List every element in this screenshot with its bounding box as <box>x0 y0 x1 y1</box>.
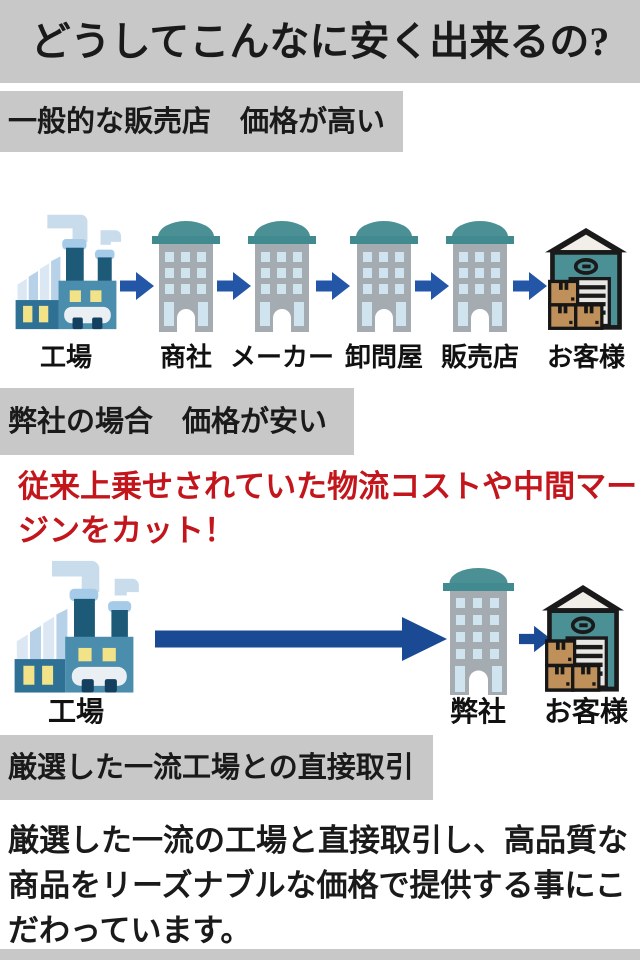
factory-icon <box>8 552 140 697</box>
flow-label: 工場 <box>39 343 93 372</box>
warehouse-boxes-icon <box>542 585 624 695</box>
long-flow-arrow-icon <box>155 617 447 661</box>
body-line: 商品をリーズナブルな価格で提供する事にこ <box>8 868 626 903</box>
callout-line: 従来上乗せされていた物流コストや中間マー <box>18 469 638 504</box>
page-title: どうしてこんなに安く出来るの? <box>0 0 640 83</box>
flow-label: 弊社 <box>449 697 507 728</box>
flow-label: お客様 <box>543 697 629 728</box>
flow-label: 商社 <box>159 343 213 372</box>
tall-office-building-icon <box>442 563 515 695</box>
office-building-icon <box>445 215 515 332</box>
body-line: 厳選した一流の工場と直接取引し、高品質な <box>8 823 628 858</box>
warehouse-boxes-icon <box>545 228 627 333</box>
office-building-icon <box>151 215 221 332</box>
office-building-icon <box>349 215 419 332</box>
flow-label: お客様 <box>546 343 626 372</box>
cost-cut-callout: 従来上乗せされていた物流コストや中間マー ジンをカット！ <box>18 465 638 553</box>
flow-arrow-icon <box>120 272 154 300</box>
our-section-heading: 弊社の場合 価格が安い <box>0 388 354 455</box>
flow-label: 卸問屋 <box>344 343 424 372</box>
direct-section-body: 厳選した一流の工場と直接取引し、高品質な 商品をリーズナブルな価格で提供する事に… <box>8 818 638 953</box>
next-section-bar <box>0 949 640 960</box>
general-section-heading: 一般的な販売店 価格が高い <box>0 91 403 152</box>
callout-line: ジンをカット！ <box>18 513 235 548</box>
flow-arrow-icon <box>415 272 449 300</box>
flow-label: 工場 <box>47 697 105 728</box>
direct-section-heading: 厳選した一流工場との直接取引 <box>0 735 433 800</box>
flow-arrow-icon <box>217 272 251 300</box>
body-line: だわっています。 <box>8 913 252 948</box>
flow-arrow-icon <box>519 624 551 654</box>
flow-arrow-icon <box>513 272 547 300</box>
flow-label: 販売店 <box>440 343 520 372</box>
flow-arrow-icon <box>316 272 350 300</box>
factory-icon <box>10 207 122 333</box>
office-building-icon <box>247 215 317 332</box>
flow-label: メーカー <box>229 343 335 372</box>
